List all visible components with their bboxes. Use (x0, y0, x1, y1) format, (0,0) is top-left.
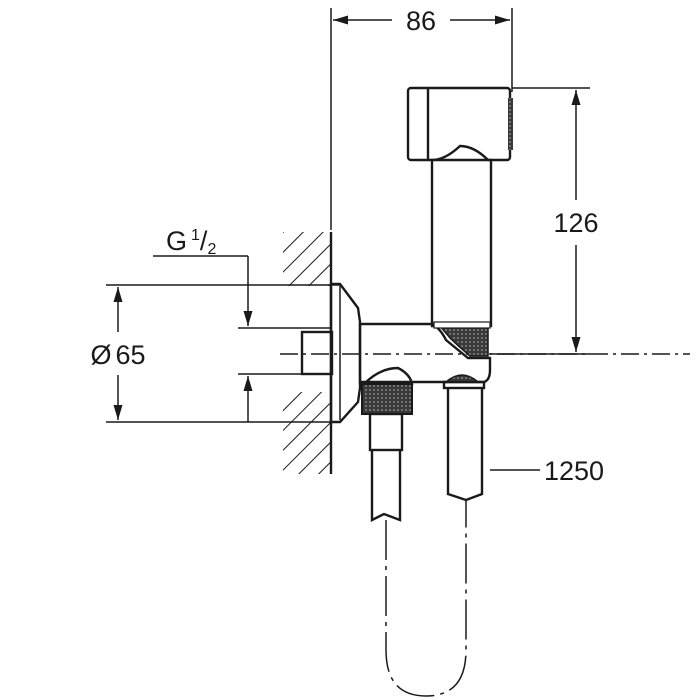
width-label: 86 (406, 6, 436, 36)
wall-flange (329, 282, 362, 424)
height-label: 126 (553, 208, 598, 238)
hose-length-dimension: 1250 (490, 456, 604, 486)
hand-shower (406, 86, 513, 329)
wall-section (283, 232, 333, 474)
width-dimension: 86 (330, 6, 513, 230)
hose-connector-left (361, 366, 414, 522)
hose-connector-right (442, 374, 486, 502)
hose-length-label: 1250 (544, 456, 604, 486)
hose-loop (385, 500, 467, 697)
height-dimension: 126 (490, 87, 599, 355)
